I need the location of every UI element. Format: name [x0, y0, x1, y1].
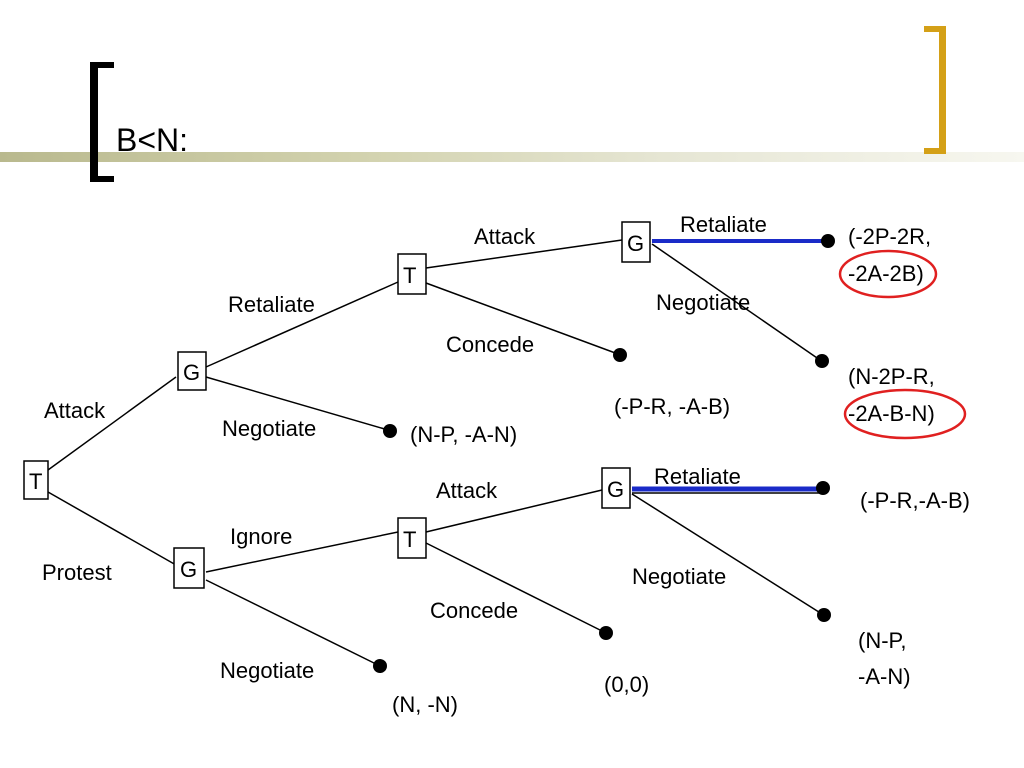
edge-g1-retaliate	[205, 281, 399, 368]
edge-t1-attack	[425, 239, 623, 269]
edge-g4-negotiate	[631, 493, 823, 615]
payoff-g3-negotiate-circle	[843, 388, 967, 440]
terminal-t1-concede-dot	[613, 348, 627, 362]
node-root-box	[23, 460, 49, 500]
label-g3-negotiate: Negotiate	[656, 290, 750, 315]
edge-g3-negotiate	[651, 243, 821, 361]
node-g-protest-box	[173, 547, 205, 589]
terminal-g4-retaliate-dot	[816, 481, 830, 495]
label-root-protest: Protest	[42, 560, 112, 585]
payoff-g4-negotiate-line2: -A-N)	[858, 664, 911, 689]
node-g-protest-label: G	[180, 557, 197, 582]
node-t-upper-box	[397, 253, 427, 295]
payoff-g3-negotiate-line1: (N-2P-R,	[848, 364, 935, 389]
label-t1-attack: Attack	[474, 224, 536, 249]
label-g1-negotiate: Negotiate	[222, 416, 316, 441]
payoff-g4-negotiate-line1: (N-P,	[858, 628, 907, 653]
edge-root-protest	[47, 491, 177, 566]
payoff-g3-retaliate-line2: -2A-2B)	[848, 261, 924, 286]
label-t1-concede: Concede	[446, 332, 534, 357]
left-bracket-decoration	[90, 62, 114, 182]
payoff-g3-negotiate-line2: -2A-B-N)	[848, 401, 935, 426]
payoff-g4-retaliate: (-P-R,-A-B)	[860, 488, 970, 513]
node-root-label: T	[29, 469, 42, 494]
node-g-upper-right-box	[621, 221, 651, 263]
edge-g2-negotiate	[205, 579, 379, 666]
terminal-g1-negotiate-dot	[383, 424, 397, 438]
terminal-g2-negotiate-dot	[373, 659, 387, 673]
edge-g2-ignore	[205, 531, 399, 573]
label-g4-negotiate: Negotiate	[632, 564, 726, 589]
node-g-lower-right-label: G	[607, 477, 624, 502]
payoff-g3-retaliate-line1: (-2P-2R,	[848, 224, 931, 249]
node-t-upper-label: T	[403, 263, 416, 288]
terminal-g3-retaliate-dot	[821, 234, 835, 248]
edge-root-attack	[47, 376, 177, 471]
edge-t2-attack	[425, 489, 603, 533]
label-g2-ignore: Ignore	[230, 524, 292, 549]
right-bracket-decoration	[924, 26, 946, 154]
label-g4-retaliate: Retaliate	[654, 464, 741, 489]
edge-t1-concede	[425, 282, 619, 355]
payoff-t1-concede: (-P-R, -A-B)	[614, 394, 730, 419]
edge-g1-negotiate	[205, 376, 389, 431]
node-g-attack-box	[177, 351, 207, 391]
label-t2-concede: Concede	[430, 598, 518, 623]
terminal-g3-negotiate-dot	[815, 354, 829, 368]
slide-title: B<N:	[116, 122, 189, 158]
payoff-g3-retaliate-circle	[838, 249, 938, 299]
label-g1-retaliate: Retaliate	[228, 292, 315, 317]
node-g-upper-right-label: G	[627, 231, 644, 256]
label-g3-retaliate: Retaliate	[680, 212, 767, 237]
header-band	[0, 152, 1024, 162]
node-g-lower-right-box	[601, 467, 631, 509]
node-t-lower-box	[397, 517, 427, 559]
terminal-g4-negotiate-dot	[817, 608, 831, 622]
terminal-t2-concede-dot	[599, 626, 613, 640]
label-t2-attack: Attack	[436, 478, 498, 503]
payoff-t2-concede: (0,0)	[604, 672, 649, 697]
node-g-attack-label: G	[183, 360, 200, 385]
label-root-attack: Attack	[44, 398, 106, 423]
label-g2-negotiate: Negotiate	[220, 658, 314, 683]
payoff-g1-negotiate: (N-P, -A-N)	[410, 422, 517, 447]
edge-t2-concede	[425, 542, 605, 633]
node-t-lower-label: T	[403, 527, 416, 552]
payoff-g2-negotiate: (N, -N)	[392, 692, 458, 717]
